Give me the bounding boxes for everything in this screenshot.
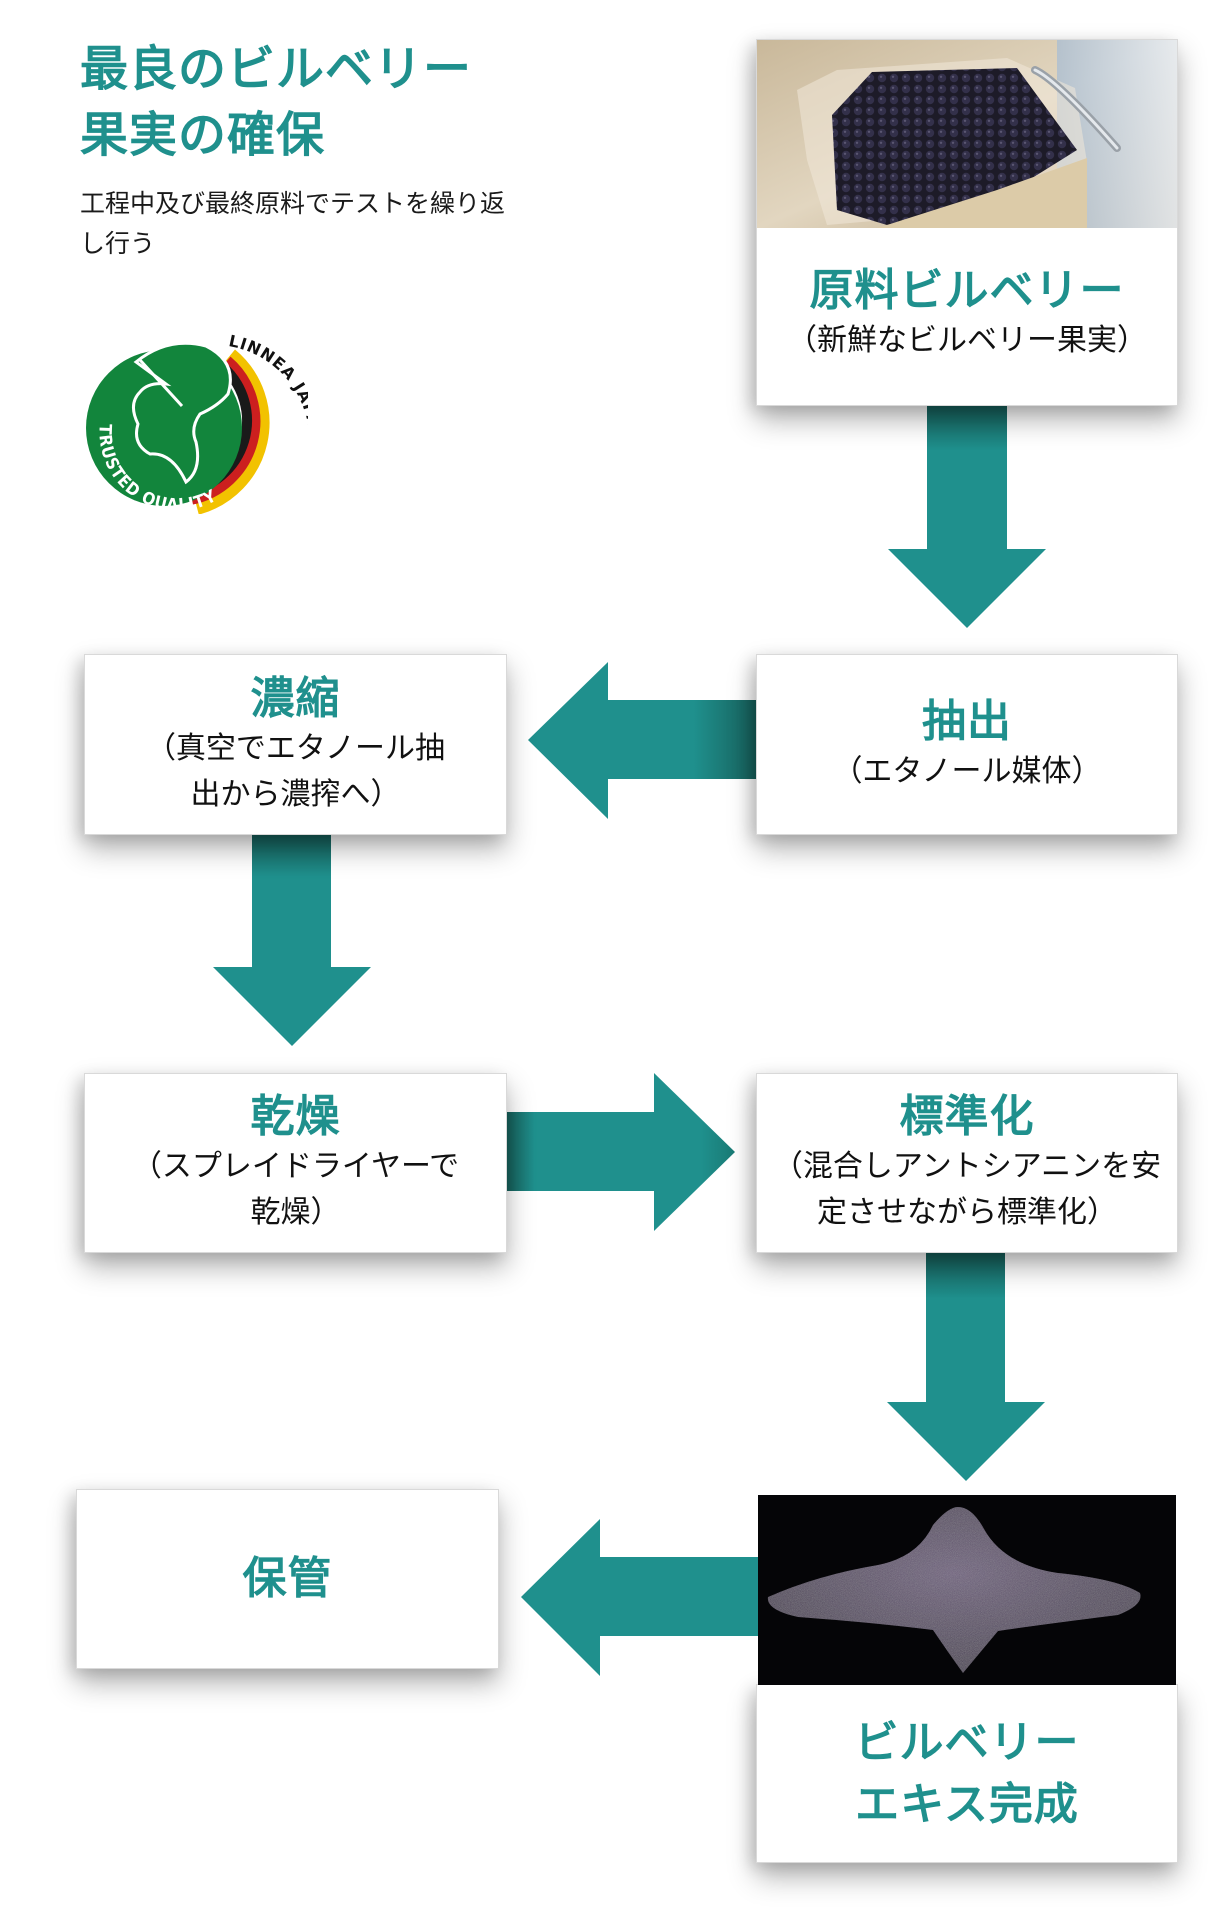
trusted-quality-logo: TRUSTED QUALITY LINNEA JAPAN (78, 331, 323, 516)
step-title: 標準化 (899, 1091, 1035, 1142)
step-storage: 保管 (76, 1489, 499, 1669)
arrow-shape (213, 834, 371, 1046)
arrow-down-raw-to-extract (888, 405, 1046, 628)
arrow-down-standardize-to-final (887, 1253, 1045, 1481)
step-title-line-1: ビルベリー (854, 1716, 1080, 1768)
step-title: 原料ビルベリー (809, 264, 1125, 316)
step-title-line-2: エキス完成 (855, 1778, 1079, 1830)
step-title: 抽出 (922, 695, 1012, 747)
arrow-left-extract-to-concentrate (528, 662, 758, 819)
step-description: （新鮮なビルベリー果実） (787, 322, 1147, 358)
step-final-extract: ビルベリー エキス完成 (756, 1684, 1178, 1863)
page-title: 最良のビルベリー 果実の確保 (80, 36, 472, 168)
step-title: 濃縮 (250, 672, 341, 724)
step-concentration: 濃縮 （真空でエタノール抽出から濃搾へ） (84, 654, 507, 835)
step-drying: 乾燥 （スプレイドライヤーで乾燥） (84, 1073, 507, 1253)
bilberry-berries-photo (757, 40, 1177, 228)
page-subtitle: 工程中及び最終原料でテストを繰り返し行う (80, 189, 506, 258)
powder-mound (767, 1507, 1141, 1673)
step-raw-bilberry: 原料ビルベリー （新鮮なビルベリー果実） (756, 39, 1178, 406)
step-description: （エタノール媒体） (832, 753, 1102, 789)
step-standardization: 標準化 （混合しアントシアニンを安定させながら標準化） (756, 1073, 1178, 1253)
arrow-right-dry-to-standardize (507, 1073, 735, 1231)
flag-stripe-red (188, 356, 261, 505)
step-extraction: 抽出 （エタノール媒体） (756, 654, 1178, 835)
arrow-shape (528, 662, 758, 819)
arrow-down-concentrate-to-dry (213, 834, 371, 1046)
step-description: （混合しアントシアニンを安定させながら標準化） (772, 1149, 1162, 1230)
step-title: 保管 (242, 1553, 333, 1604)
arrow-shape (888, 405, 1046, 628)
bilberry-extract-powder-photo (758, 1495, 1176, 1685)
arrow-shape (521, 1519, 758, 1676)
title-line-1: 最良のビルベリー (80, 41, 473, 97)
arrow-shape (887, 1253, 1045, 1481)
ginkgo-leaf-icon (132, 341, 232, 485)
step-title: 乾燥 (250, 1091, 341, 1142)
title-line-2: 果実の確保 (80, 107, 326, 163)
arrow-shape (507, 1073, 735, 1231)
arrow-left-final-to-storage (521, 1519, 758, 1676)
step-description: （真空でエタノール抽出から濃搾へ） (145, 730, 446, 812)
step-description: （スプレイドライヤーで乾燥） (131, 1149, 460, 1230)
